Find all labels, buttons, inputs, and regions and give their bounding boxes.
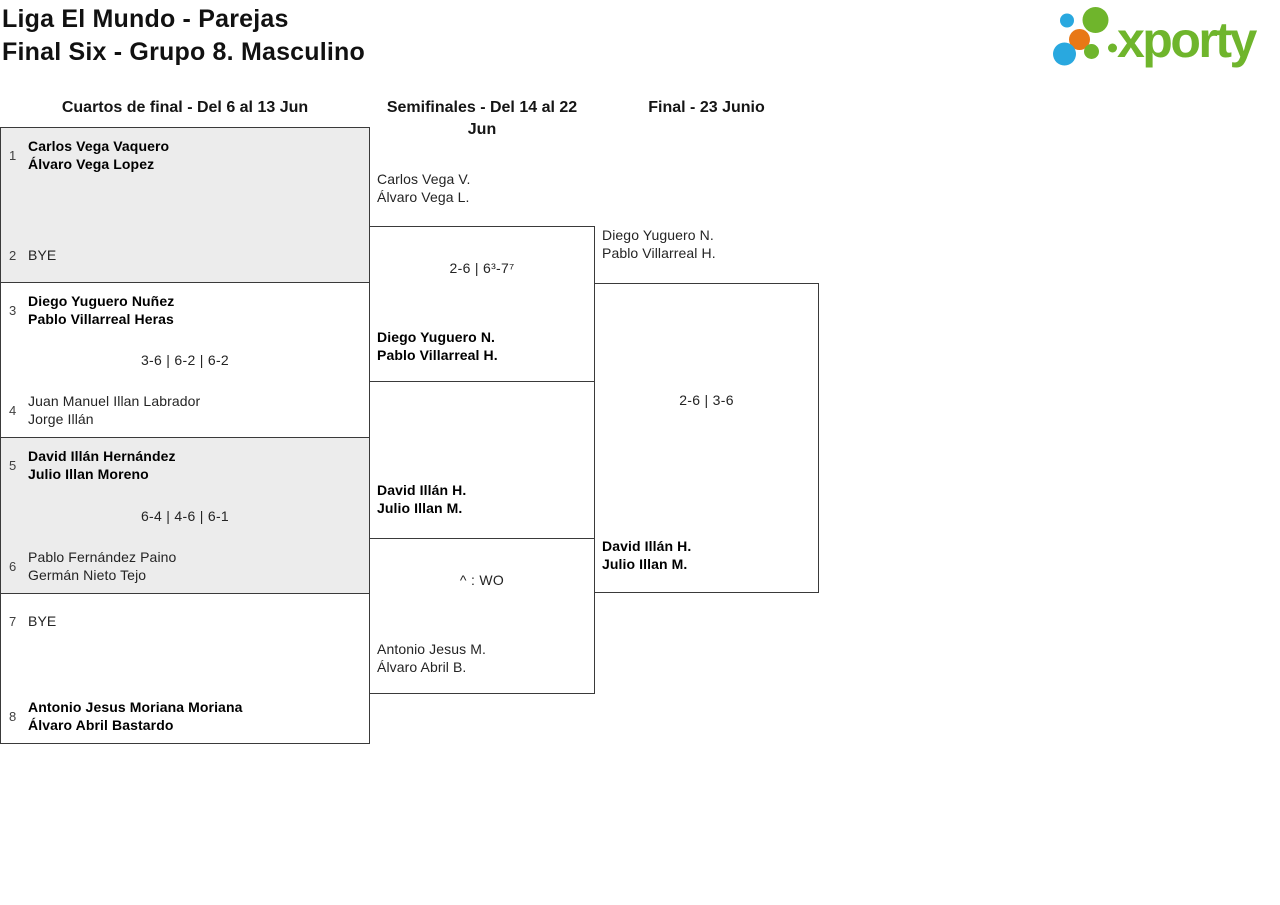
team-names: Diego Yuguero N. Pablo Villarreal H. xyxy=(377,328,498,364)
match-quarterfinal-4: 7 BYE 8 Antonio Jesus Moriana Moriana Ál… xyxy=(0,593,370,744)
match-quarterfinal-3: 5 David Illán Hernández Julio Illan More… xyxy=(0,437,370,594)
team-names: Juan Manuel Illan Labrador Jorge Illán xyxy=(28,392,200,428)
player-name: BYE xyxy=(28,247,57,263)
round-header-semifinals-line1: Semifinales - Del 14 al 22 xyxy=(386,99,578,116)
player-name: Pablo Villarreal H. xyxy=(377,347,498,363)
seed-number: 2 xyxy=(9,247,17,263)
player-name: Diego Yuguero N. xyxy=(377,329,496,345)
player-name: Álvaro Vega L. xyxy=(377,189,470,205)
logo-dot-blue-large xyxy=(1053,42,1076,66)
team-names: Carlos Vega V. Álvaro Vega L. xyxy=(377,170,471,206)
player-name: Diego Yuguero Nuñez xyxy=(28,293,175,309)
player-name: Álvaro Abril Bastardo xyxy=(28,717,174,733)
team-slot-bottom: 2 BYE xyxy=(1,228,369,282)
team-names: Antonio Jesus Moriana Moriana Álvaro Abr… xyxy=(28,698,243,734)
player-name: Germán Nieto Tejo xyxy=(28,567,147,583)
seed-number: 5 xyxy=(9,457,17,473)
team-names: Antonio Jesus M. Álvaro Abril B. xyxy=(377,640,486,676)
player-name: Julio Illan M. xyxy=(377,500,463,516)
team-names: Pablo Fernández Paino Germán Nieto Tejo xyxy=(28,548,176,584)
seed-number: 4 xyxy=(9,402,17,418)
player-name: David Illán Hernández xyxy=(28,448,176,464)
match-score: ^ : WO xyxy=(459,572,505,588)
team-names: David Illán H. Julio Illan M. xyxy=(377,481,466,517)
round-header-quarterfinals: Cuartos de final - Del 6 al 13 Jun xyxy=(61,99,309,116)
seed-number: 8 xyxy=(9,708,17,724)
tournament-stage: Final Six - Grupo 8. Masculino xyxy=(2,38,365,66)
player-name: Álvaro Vega Lopez xyxy=(28,156,155,172)
match-semifinal-1: 2-6 | 6³-7⁷ Diego Yuguero N. Pablo Villa… xyxy=(369,226,595,382)
team-names: BYE xyxy=(28,612,56,630)
player-name: Carlos Vega Vaquero xyxy=(28,138,170,154)
team-names: David Illán H. Julio Illan M. xyxy=(602,537,691,573)
match-score: 3-6 | 6-2 | 6-2 xyxy=(140,352,230,368)
player-name: Juan Manuel Illan Labrador xyxy=(28,393,201,409)
team-slot-top: 5 David Illán Hernández Julio Illan More… xyxy=(1,438,369,492)
team-slot-bottom: 4 Juan Manuel Illan Labrador Jorge Illán xyxy=(1,383,369,437)
match-score: 2-6 | 6³-7⁷ xyxy=(449,260,515,276)
seed-number: 1 xyxy=(9,147,17,163)
match-score: 6-4 | 4-6 | 6-1 xyxy=(140,507,230,524)
player-name: David Illán H. xyxy=(602,538,692,554)
match-final: 2-6 | 3-6 David Illán H. Julio Illan M. xyxy=(594,283,819,593)
seed-number: 3 xyxy=(9,302,17,318)
team-slot-top: 1 Carlos Vega Vaquero Álvaro Vega Lopez xyxy=(1,128,369,182)
player-name: Antonio Jesus M. xyxy=(377,641,486,657)
seed-number: 6 xyxy=(9,558,17,574)
team-slot-bottom: 8 Antonio Jesus Moriana Moriana Álvaro A… xyxy=(1,689,369,743)
xporty-logo: xporty xyxy=(1053,7,1260,68)
player-name: BYE xyxy=(28,613,57,629)
player-name: David Illán H. xyxy=(377,482,467,498)
page-title: Liga El Mundo - Parejas Final Six - Grup… xyxy=(2,3,365,69)
player-name: Álvaro Abril B. xyxy=(377,659,467,675)
team-slot-bottom: 6 Pablo Fernández Paino Germán Nieto Tej… xyxy=(1,539,369,593)
tournament-name: Liga El Mundo - Parejas xyxy=(2,5,289,33)
round-header-semifinals-line2: Jun xyxy=(467,121,497,138)
team-slot-top: 3 Diego Yuguero Nuñez Pablo Villarreal H… xyxy=(1,283,369,337)
round-header-semifinals: Semifinales - Del 14 al 22 Jun xyxy=(362,97,602,141)
player-name: Carlos Vega V. xyxy=(377,171,471,187)
team-names: David Illán Hernández Julio Illan Moreno xyxy=(28,447,176,483)
team-slot-top: 7 BYE xyxy=(1,594,369,648)
player-name: Julio Illan M. xyxy=(602,556,688,572)
seed-number: 7 xyxy=(9,613,17,629)
team-names: Carlos Vega Vaquero Álvaro Vega Lopez xyxy=(28,137,169,173)
match-quarterfinal-1: 1 Carlos Vega Vaquero Álvaro Vega Lopez … xyxy=(0,127,370,283)
logo-dot-green-tiny xyxy=(1108,43,1117,53)
team-names: BYE xyxy=(28,246,56,264)
logo-dot-green-small xyxy=(1084,44,1099,59)
player-name: Antonio Jesus Moriana Moriana xyxy=(28,699,243,715)
match-score: 2-6 | 3-6 xyxy=(679,392,734,408)
player-name: Pablo Fernández Paino xyxy=(28,549,177,565)
player-name: Pablo Villarreal Heras xyxy=(28,311,174,327)
round-header-final: Final - 23 Junio xyxy=(648,99,765,116)
logo-dot-blue-small xyxy=(1060,13,1074,28)
team-names: Diego Yuguero Nuñez Pablo Villarreal Her… xyxy=(28,292,174,328)
logo-dot-orange xyxy=(1069,29,1090,50)
logo-dot-green-large xyxy=(1082,7,1109,33)
player-name: Julio Illan Moreno xyxy=(28,466,149,482)
player-name: Pablo Villarreal H. xyxy=(602,245,716,261)
player-name: Jorge Illán xyxy=(28,411,94,427)
match-semifinal-2: ^ : WO Antonio Jesus M. Álvaro Abril B. xyxy=(369,538,595,694)
team-names: Diego Yuguero N. Pablo Villarreal H. xyxy=(602,226,716,262)
player-name: Diego Yuguero N. xyxy=(602,227,714,243)
logo-wordmark: xporty xyxy=(1117,12,1258,68)
match-quarterfinal-2: 3 Diego Yuguero Nuñez Pablo Villarreal H… xyxy=(0,282,370,438)
